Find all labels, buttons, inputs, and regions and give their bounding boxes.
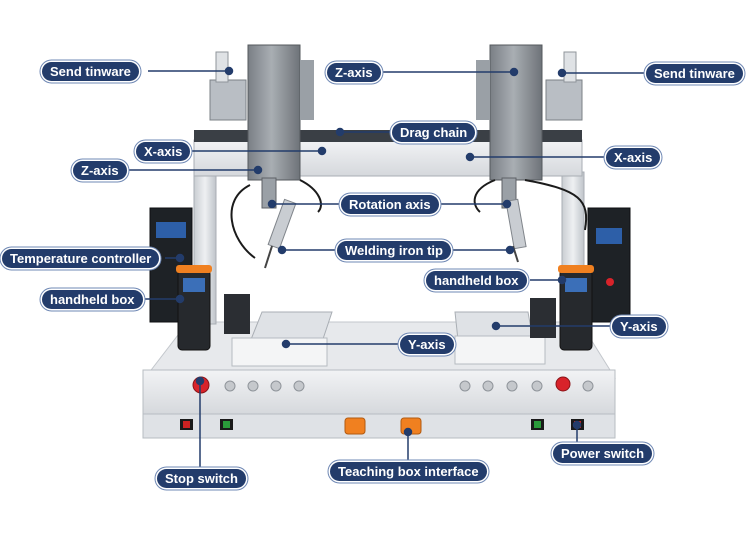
front-panel <box>142 369 616 416</box>
callout-x-axis-left: X-axis <box>136 142 191 161</box>
callout-welding-iron-tip: Welding iron tip <box>337 241 451 260</box>
callout-z-axis-top: Z-axis <box>327 63 381 82</box>
callout-temperature-controller: Temperature controller <box>2 249 160 268</box>
left-iron <box>267 198 297 250</box>
right-controller-body <box>587 207 631 323</box>
left-z-head <box>247 44 301 181</box>
base-plinth <box>142 413 616 439</box>
callout-handheld-box-right: handheld box <box>426 271 527 290</box>
callout-power-switch: Power switch <box>553 444 653 463</box>
left-rotation-unit <box>261 177 277 209</box>
red-indicator <box>555 376 571 392</box>
callout-y-axis-right: Y-axis <box>612 317 666 336</box>
callout-send-tinware-left: Send tinware <box>42 62 139 81</box>
callout-drag-chain: Drag chain <box>392 123 476 142</box>
callout-stop-switch: Stop switch <box>157 469 246 488</box>
teaching-connector-left <box>344 417 366 435</box>
callout-y-axis-left: Y-axis <box>400 335 454 354</box>
callout-teaching-box-interface: Teaching box interface <box>330 462 487 481</box>
callout-send-tinware-right: Send tinware <box>646 64 743 83</box>
callout-z-axis-left: Z-axis <box>73 161 127 180</box>
left-y-plate <box>231 337 328 367</box>
callout-rotation-axis: Rotation axis <box>341 195 439 214</box>
callout-x-axis-right: X-axis <box>606 148 661 167</box>
callout-handheld-box-left: handheld box <box>42 290 143 309</box>
right-tin-feeder <box>545 79 583 121</box>
left-tin-feeder <box>209 79 247 121</box>
stop-button <box>192 376 210 394</box>
teaching-connector-right <box>400 417 422 435</box>
right-y-plate <box>454 335 546 365</box>
right-z-head <box>489 44 543 181</box>
right-iron <box>505 198 527 250</box>
